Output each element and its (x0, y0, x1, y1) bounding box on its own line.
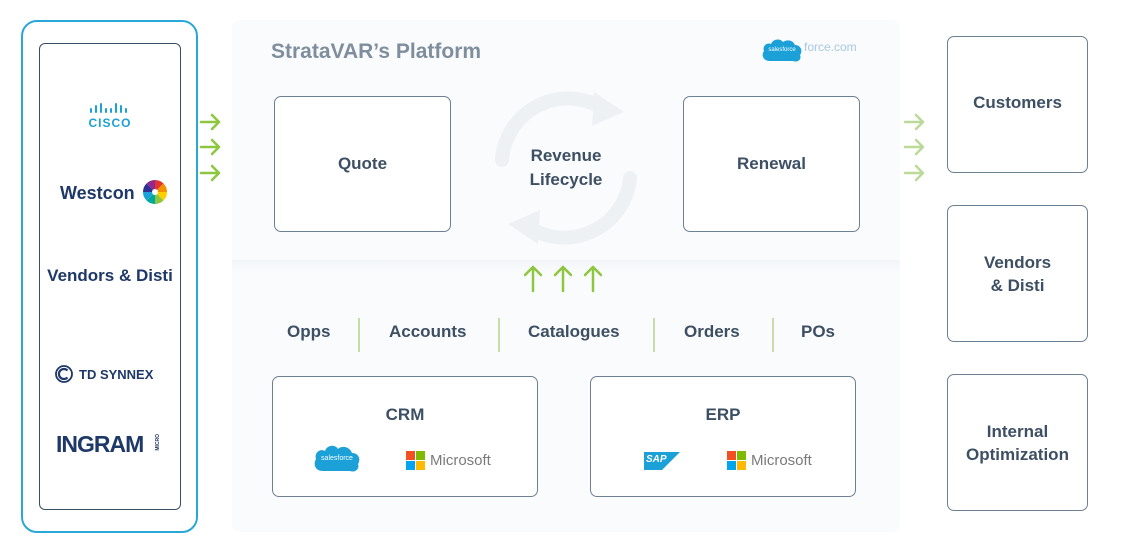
tab-divider (653, 318, 655, 352)
arrow-up-icon (553, 265, 573, 293)
tab-divider (358, 318, 360, 352)
crm-salesforce-text: salesforce (321, 455, 353, 462)
arrow-right-icon (199, 113, 221, 131)
tab-pos: POs (801, 322, 836, 341)
tab-divider (498, 318, 500, 352)
salesforce-cloud-icon (314, 445, 360, 472)
erp-label: ERP (705, 405, 741, 424)
tab-catalogues: Catalogues (528, 322, 620, 341)
arrow-up-icon (523, 265, 543, 293)
arrow-right-icon (903, 113, 925, 131)
customers-box: Customers (947, 36, 1088, 173)
arrow-right-icon (903, 138, 925, 156)
td-synnex-logo-text: TD SYNNEX (79, 367, 154, 382)
erp-box: ERP SAP Microsoft (590, 376, 856, 497)
internal-optimization-box: Internal Optimization (947, 374, 1088, 511)
crm-label: CRM (385, 405, 425, 424)
cycle-arrows-icon (495, 91, 637, 245)
td-synnex-icon (55, 365, 73, 383)
customers-label: Customers (973, 93, 1062, 112)
westcon-wheel-icon (142, 179, 168, 205)
crm-microsoft-text: Microsoft (430, 452, 491, 469)
internal-line1: Internal (986, 421, 1049, 441)
microsoft-icon (406, 451, 425, 470)
arrow-right-icon (903, 164, 925, 182)
crm-box: CRM salesforce Microsoft (272, 376, 538, 497)
up-arrows (523, 265, 603, 293)
quote-box: Quote (274, 96, 451, 232)
arrow-up-icon (583, 265, 603, 293)
arrow-right-icon (199, 164, 221, 182)
platform-title: StrataVAR’s Platform (271, 40, 482, 63)
vendors-disti-label: Vendors & Disti (47, 266, 173, 285)
vendors-disti-box: Vendors & Disti (947, 205, 1088, 342)
internal-line2: Optimization (966, 444, 1069, 464)
internal-optimization-label: Internal Optimization (966, 420, 1069, 466)
output-arrows (903, 113, 925, 182)
vendor-arrows (199, 113, 221, 182)
revenue-line2: Lifecycle (529, 170, 603, 189)
tab-divider (772, 318, 774, 352)
erp-microsoft-text: Microsoft (751, 452, 812, 469)
revenue-lifecycle-label: Revenue Lifecycle (520, 144, 612, 192)
cisco-logo-icon (90, 103, 127, 113)
salesforce-logo-text: salesforce (768, 47, 796, 53)
tab-accounts: Accounts (389, 322, 467, 341)
renewal-box: Renewal (683, 96, 860, 232)
sap-icon (644, 452, 680, 470)
vendors-inner-panel (39, 43, 181, 510)
vendors-disti-output: Vendors & Disti (984, 251, 1051, 297)
ingram-micro-text: MICRO (155, 434, 161, 451)
quote-label: Quote (337, 154, 388, 173)
vendors-output-line2: & Disti (990, 275, 1045, 295)
ingram-logo-text: INGRAM (56, 431, 144, 457)
cisco-logo-text: CISCO (88, 116, 132, 130)
platform-band (232, 260, 900, 274)
renewal-label: Renewal (737, 154, 806, 173)
vendors-output-line1: Vendors (983, 252, 1052, 272)
salesforce-cloud-icon (762, 39, 802, 62)
tab-orders: Orders (684, 322, 740, 341)
microsoft-icon (727, 451, 746, 470)
arrow-right-icon (199, 138, 221, 156)
revenue-line1: Revenue (530, 146, 602, 165)
forcecom-text: force.com (804, 40, 857, 54)
westcon-logo-text: Westcon (60, 183, 135, 203)
erp-sap-text: SAP (646, 454, 667, 465)
tab-opps: Opps (287, 322, 331, 341)
